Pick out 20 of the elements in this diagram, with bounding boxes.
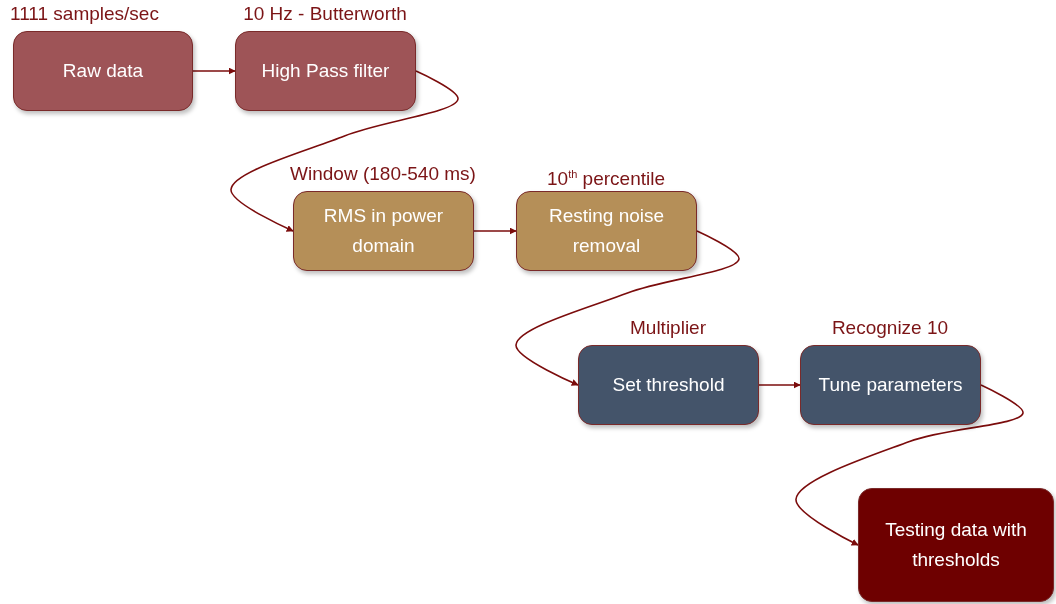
step-parameter-label: 10 Hz - Butterworth	[243, 2, 407, 26]
arrow	[230, 70, 459, 232]
arrow	[758, 381, 801, 389]
arrow	[473, 227, 517, 235]
step-label: Raw data	[61, 59, 145, 83]
step-label: RMS in power domain	[322, 204, 445, 258]
step-parameter-label: 10$^{th}$ percentile	[547, 167, 665, 192]
arrow	[515, 230, 740, 386]
arrow	[192, 67, 236, 75]
step-parameter-label: Multiplier	[630, 316, 706, 340]
arrow	[795, 384, 1024, 546]
step-label: Set threshold	[611, 373, 726, 397]
process-box	[858, 488, 1054, 602]
step-label: High Pass filter	[260, 59, 391, 83]
step-label: Testing data with thresholds	[884, 518, 1028, 572]
step-parameter-label: Recognize 10	[831, 316, 949, 340]
step-label: Tune parameters	[817, 373, 964, 397]
step-parameter-label: 1111 samples/sec	[10, 2, 159, 26]
step-parameter-label: Window (180-540 ms)	[290, 162, 476, 186]
step-label: Resting noise removal	[547, 204, 666, 258]
